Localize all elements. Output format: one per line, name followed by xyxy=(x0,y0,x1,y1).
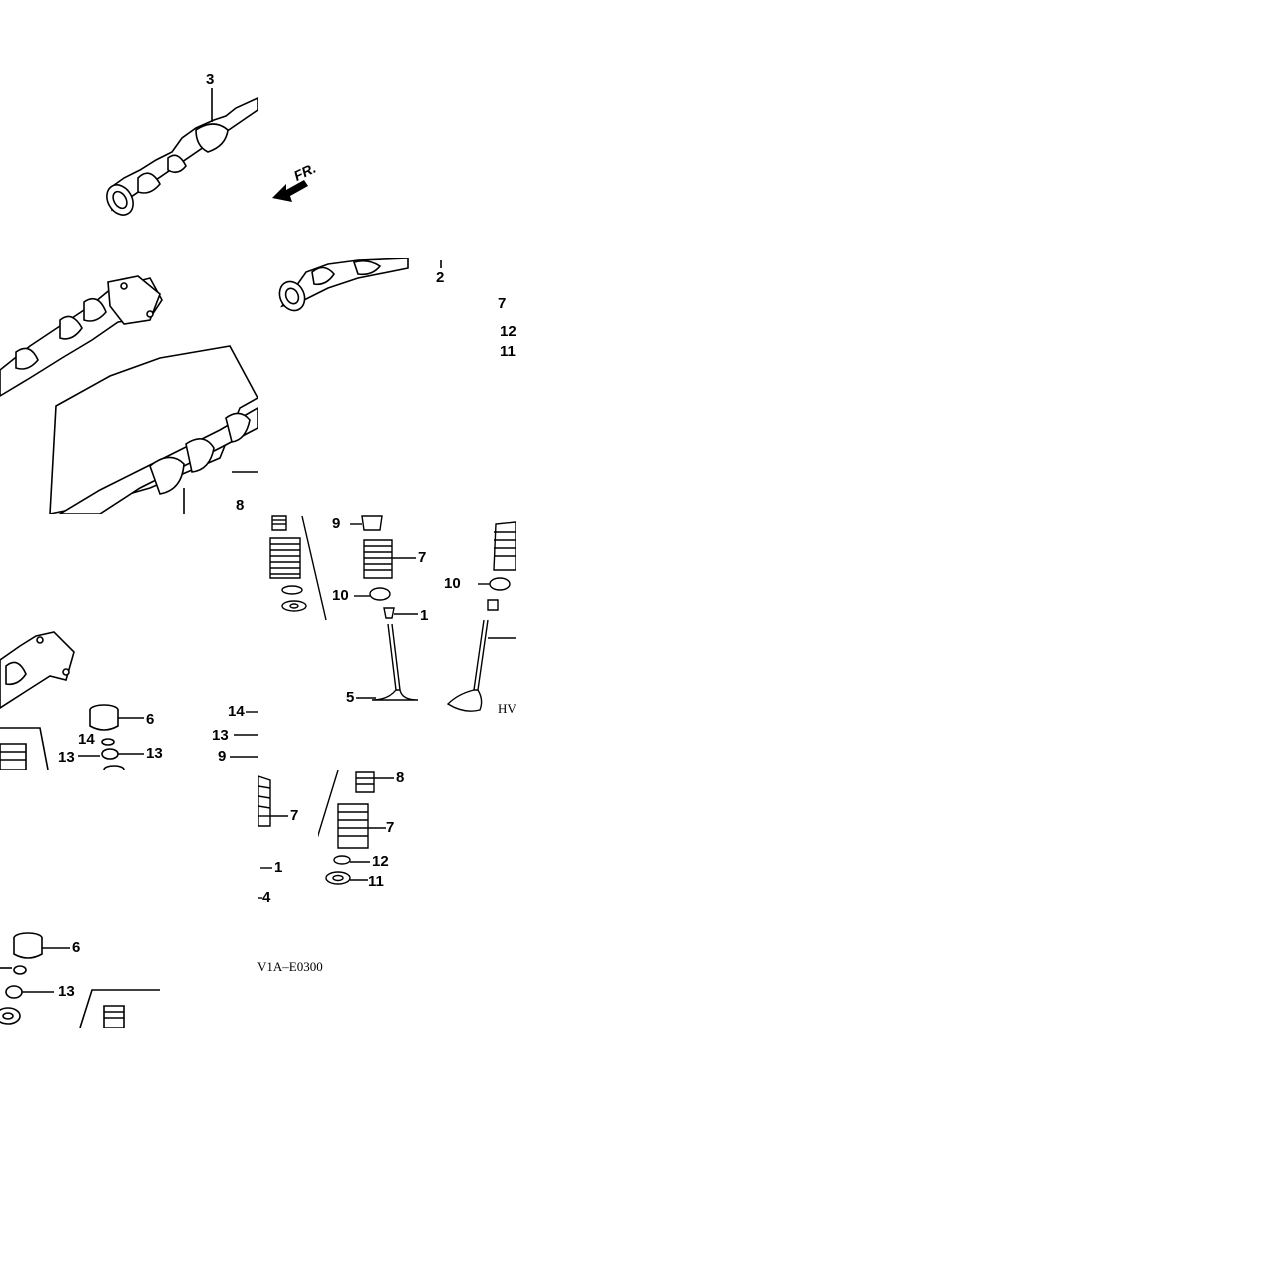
tile-tappet-lower: 6 13 xyxy=(0,920,160,1028)
callout-label: 7 xyxy=(498,295,507,312)
callout-label: 11 xyxy=(500,343,516,360)
callout-label: 9 xyxy=(332,515,341,532)
valve-drawing xyxy=(446,521,516,712)
tile-camshaft-upper: 3 xyxy=(0,0,258,258)
callout-label: 6 xyxy=(146,711,155,728)
camshaft-drawing xyxy=(106,88,258,216)
tile-spring-lower-left: 7 1 4 xyxy=(258,770,318,910)
callout-label: 8 xyxy=(396,770,405,786)
callout-label: 3 xyxy=(206,71,215,88)
camshaft-drawing xyxy=(278,258,442,312)
front-direction-indicator: FR. xyxy=(268,160,348,210)
callout-label: 10 xyxy=(444,575,461,592)
callout-label: 5 xyxy=(346,689,355,706)
tile-valve-spring-left xyxy=(258,514,328,634)
tappet-drawing xyxy=(0,631,144,770)
callout-label: 13 xyxy=(58,749,75,766)
spring-drawing xyxy=(258,775,288,899)
diagram-code: V1A–E0300 xyxy=(257,959,323,974)
callout-label: 1 xyxy=(420,607,429,624)
valve-spring-drawing xyxy=(269,515,327,621)
callout-label: 11 xyxy=(368,873,384,890)
callout-label: 8 xyxy=(236,497,245,514)
callout-label: 14 xyxy=(78,731,95,748)
tile-camshaft-left xyxy=(0,258,258,514)
callout-label: 13 xyxy=(146,745,163,762)
diagram-code: HV xyxy=(498,701,516,716)
valve-drawing xyxy=(350,515,419,701)
callout-label: 14 xyxy=(228,703,245,720)
tappet-drawing xyxy=(0,932,160,1028)
callout-label: 9 xyxy=(218,748,227,765)
tile-camshaft-middle: 2 7 12 11 xyxy=(258,258,516,516)
callout-label: 4 xyxy=(262,889,271,906)
callout-label: 13 xyxy=(212,727,229,744)
tile-springs-lower: 8 7 12 11 xyxy=(318,770,418,900)
camshaft-drawing xyxy=(0,275,258,514)
callout-label: 13 xyxy=(58,983,75,1000)
tile-tappet-upper: 6 14 13 13 xyxy=(0,600,258,770)
leader-lines xyxy=(230,711,258,758)
callout-label: 12 xyxy=(372,853,389,870)
callout-label: 1 xyxy=(274,859,283,876)
callout-label: 7 xyxy=(290,807,299,824)
callout-label: 2 xyxy=(436,269,445,286)
callout-label: 7 xyxy=(386,819,395,836)
tile-valve-assembly: 9 7 10 1 5 xyxy=(328,514,444,714)
arrow-icon xyxy=(272,180,308,202)
tile-valve-right: 10 HV xyxy=(444,514,516,718)
callout-label: 6 xyxy=(72,939,81,956)
tile-label-strip: 14 13 9 xyxy=(200,700,260,770)
callout-label: 12 xyxy=(500,323,516,340)
spring-drawing xyxy=(318,770,394,885)
callout-label: 10 xyxy=(332,587,349,604)
callout-label: 7 xyxy=(418,549,427,566)
